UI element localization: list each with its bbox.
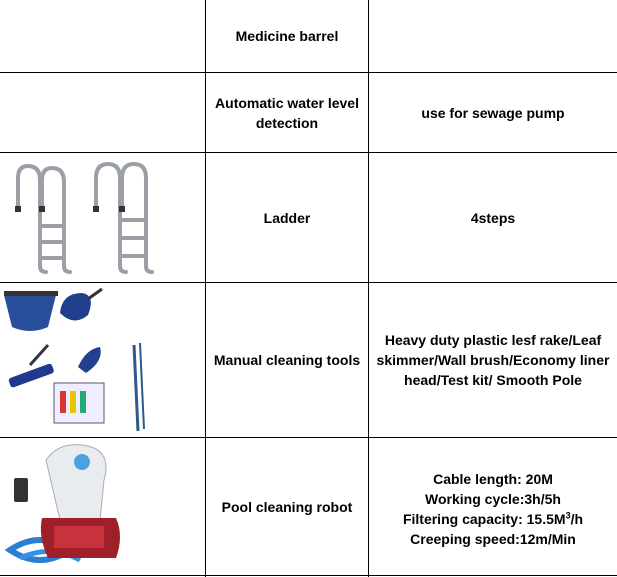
spec-working-cycle: Working cycle:3h/5h: [425, 490, 561, 507]
spec-cable-length: Cable length: 20M: [433, 470, 553, 487]
spec-filtering-unit: /h: [570, 510, 584, 527]
product-name: Automatic water level detection: [206, 73, 368, 152]
cleaning-tools-image: [4, 287, 145, 432]
product-spec: Heavy duty plastic lesf rake/Leaf skimme…: [369, 283, 617, 437]
pool-robot-image: [4, 444, 120, 563]
row-divider: [0, 152, 617, 153]
column-divider: [368, 0, 369, 577]
ladder-image: [15, 161, 154, 274]
product-name: Ladder: [206, 153, 368, 282]
product-name: Pool cleaning robot: [206, 438, 368, 575]
product-name: Medicine barrel: [206, 0, 368, 72]
column-divider: [205, 0, 206, 577]
spec-superscript: 3: [565, 509, 571, 520]
product-spec: use for sewage pump: [369, 73, 617, 152]
row-divider: [0, 72, 617, 73]
product-name: Manual cleaning tools: [206, 283, 368, 437]
spec-filtering-capacity: Filtering capacity: 15.5M3/h: [403, 509, 583, 529]
product-name-text: Manual cleaning tools: [213, 352, 361, 368]
product-spec: [369, 0, 617, 72]
spec-creeping-speed: Creeping speed:12m/Min: [410, 530, 576, 547]
product-spec: 4steps: [369, 153, 617, 282]
row-divider: [0, 282, 617, 283]
spec-filtering-value: Filtering capacity: 15.5M: [402, 510, 566, 527]
product-spec-text: 4steps: [470, 209, 516, 226]
product-name-text: Pool cleaning robot: [221, 498, 353, 515]
row-divider: [0, 575, 617, 576]
product-name-text: Ladder: [263, 209, 311, 226]
product-name-text: Automatic water level detection: [215, 94, 359, 131]
row-divider: [0, 437, 617, 438]
product-spec-text: use for sewage pump: [421, 104, 565, 121]
product-name-text: Medicine barrel: [235, 28, 339, 44]
product-spec: Cable length: 20M Working cycle:3h/5h Fi…: [369, 442, 617, 575]
product-spec-text: Heavy duty plastic lesf rake/Leaf skimme…: [376, 332, 610, 388]
